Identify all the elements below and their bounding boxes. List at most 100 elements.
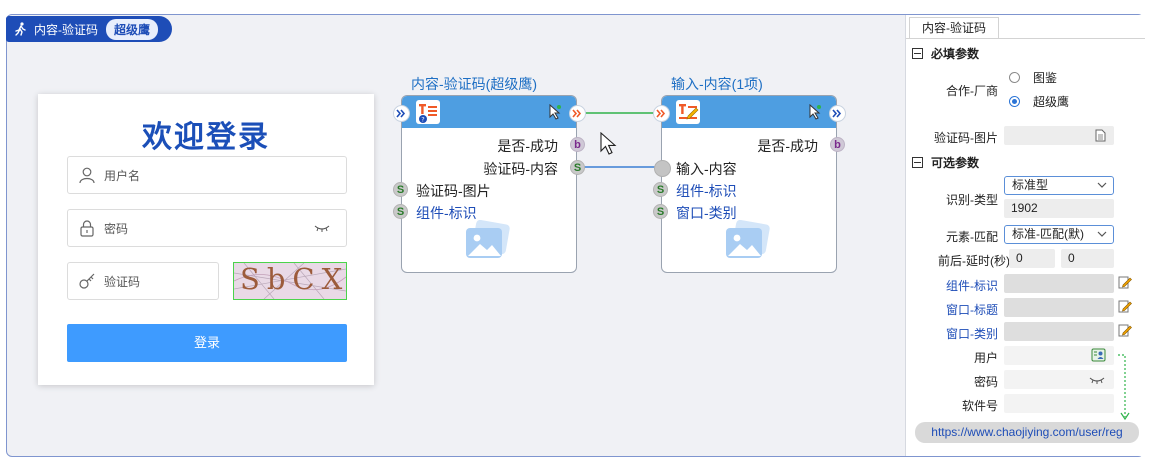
captcha-image-input[interactable] [1004, 126, 1114, 145]
login-button[interactable]: 登录 [67, 324, 347, 362]
input-input-content: 输入-内容 [676, 161, 737, 177]
edit-icon[interactable] [1118, 299, 1132, 313]
captcha-port-component[interactable]: S [393, 204, 408, 219]
tab-captcha[interactable]: 内容-验证码 [909, 17, 999, 39]
input-port-content[interactable] [654, 160, 671, 177]
eye-closed-icon[interactable] [1089, 375, 1105, 385]
required-section-header[interactable]: 必填参数 [912, 45, 979, 62]
chevron-down-icon [1097, 231, 1107, 237]
window-class-label[interactable]: 窗口-类别 [946, 327, 998, 341]
captcha-node-flow-out[interactable] [569, 105, 586, 122]
recognition-type-label: 识别-类型 [946, 193, 998, 207]
captcha-image[interactable]: SbCX [233, 262, 347, 300]
run-icon [15, 22, 26, 36]
captcha-output-success: 是否-成功 [497, 138, 558, 154]
captcha-image-label: 验证码-图片 [934, 131, 998, 145]
element-match-value: 标准-匹配(默) [1012, 227, 1084, 241]
recognition-type-select[interactable]: 标准型 [1004, 176, 1114, 195]
chevron-down-icon [1097, 182, 1107, 188]
user-input[interactable] [1004, 346, 1114, 365]
window-class-input[interactable] [1004, 322, 1114, 341]
optional-section-label: 可选参数 [931, 156, 980, 170]
delay-after-input[interactable]: 0 [1061, 249, 1114, 268]
login-title: 欢迎登录 [142, 121, 270, 154]
register-url-link[interactable]: https://www.chaojiying.com/user/reg [915, 422, 1139, 443]
element-match-select[interactable]: 标准-匹配(默) [1004, 225, 1114, 244]
input-input-window-class: 窗口-类别 [676, 205, 737, 221]
password-field[interactable]: 密码 [67, 209, 347, 247]
delay-label: 前后-延时(秒) [938, 254, 1010, 268]
username-field[interactable]: 用户名 [67, 156, 347, 194]
link-arrow [1118, 354, 1130, 421]
properties-panel: 内容-验证码 必填参数 合作-厂商 图鉴 超级鹰 验证码-图片 可选参数 识别-… [905, 15, 1145, 456]
password-label: 密码 [973, 375, 998, 389]
input-node-flow-out[interactable] [829, 105, 846, 122]
component-id-input[interactable] [1004, 274, 1114, 293]
captcha-port-success[interactable]: b [570, 137, 585, 152]
edit-icon[interactable] [1118, 323, 1132, 337]
input-node-header[interactable] [662, 96, 836, 128]
vendor-badge: 超级鹰 [106, 18, 159, 40]
captcha-placeholder: 验证码 [104, 274, 141, 289]
captcha-node-flow-in[interactable] [393, 105, 410, 122]
cursor-select-icon[interactable] [808, 104, 822, 120]
cursor-select-icon[interactable] [548, 104, 562, 120]
captcha-field[interactable]: 验证码 [67, 262, 219, 300]
input-node[interactable]: 是否-成功 输入-内容 组件-标识 窗口-类别 [661, 95, 837, 273]
collapse-icon[interactable] [912, 157, 923, 168]
software-id-input[interactable] [1004, 394, 1114, 413]
text-input-icon [676, 100, 700, 124]
mouse-pointer-icon [600, 132, 617, 155]
input-port-success[interactable]: b [830, 137, 845, 152]
recognition-code-input[interactable]: 1902 [1004, 199, 1114, 218]
password-input[interactable] [1004, 370, 1114, 389]
delay-before-input[interactable]: 0 [1009, 249, 1055, 268]
input-port-window-class[interactable]: S [653, 204, 668, 219]
captcha-output-content: 验证码-内容 [483, 161, 558, 177]
component-id-label[interactable]: 组件-标识 [946, 279, 998, 293]
image-placeholder-icon [726, 220, 770, 258]
window-title-pill[interactable]: 内容-验证码 超级鹰 [6, 16, 172, 42]
input-output-success: 是否-成功 [757, 138, 818, 154]
captcha-port-content[interactable]: S [570, 160, 585, 175]
document-icon[interactable] [1095, 129, 1106, 142]
contact-card-icon[interactable] [1091, 348, 1106, 362]
element-match-label: 元素-匹配 [946, 230, 998, 244]
user-icon [79, 167, 95, 184]
radio-icon[interactable] [1009, 72, 1020, 83]
window-title: 内容-验证码 [34, 22, 98, 37]
window-title-input[interactable] [1004, 298, 1114, 317]
captcha-node-title: 内容-验证码(超级鹰) [411, 76, 537, 92]
collapse-icon[interactable] [912, 48, 923, 59]
svg-text:?: ? [421, 116, 424, 124]
input-input-component: 组件-标识 [676, 183, 737, 199]
input-port-component[interactable]: S [653, 182, 668, 197]
required-section-label: 必填参数 [931, 47, 980, 61]
captcha-recognition-icon: ? [416, 100, 440, 124]
input-node-title: 输入-内容(1项) [671, 76, 763, 92]
vendor-label: 合作-厂商 [946, 84, 998, 98]
login-preview-card: 欢迎登录 用户名 密码 验证码 SbCX 登录 [38, 94, 374, 385]
password-placeholder: 密码 [104, 221, 129, 236]
captcha-text: SbCX [240, 262, 347, 296]
connector-lines [582, 112, 658, 168]
vendor-option-tujian[interactable]: 图鉴 [1009, 69, 1057, 86]
eye-closed-icon[interactable] [314, 223, 330, 233]
captcha-port-image[interactable]: S [393, 182, 408, 197]
recognition-type-value: 标准型 [1012, 178, 1049, 192]
radio-selected-icon[interactable] [1009, 96, 1020, 107]
captcha-input-image: 验证码-图片 [416, 183, 491, 199]
optional-section-header[interactable]: 可选参数 [912, 154, 979, 171]
captcha-noise [234, 263, 346, 299]
username-placeholder: 用户名 [104, 168, 141, 183]
tab-divider [906, 38, 1145, 39]
input-node-flow-in[interactable] [653, 105, 670, 122]
edit-icon[interactable] [1118, 275, 1132, 289]
window-title-label[interactable]: 窗口-标题 [946, 303, 998, 317]
lock-icon [80, 220, 94, 237]
flow-canvas[interactable]: 欢迎登录 用户名 密码 验证码 SbCX 登录 内容-验证码(超级鹰) [7, 42, 905, 456]
vendor-option-label: 图鉴 [1033, 71, 1058, 85]
captcha-node[interactable]: ? 是否-成功 验证码-内容 验证码-图片 组件-标识 [401, 95, 577, 273]
vendor-option-chaojiying[interactable]: 超级鹰 [1009, 93, 1069, 110]
captcha-node-header[interactable]: ? [402, 96, 576, 128]
